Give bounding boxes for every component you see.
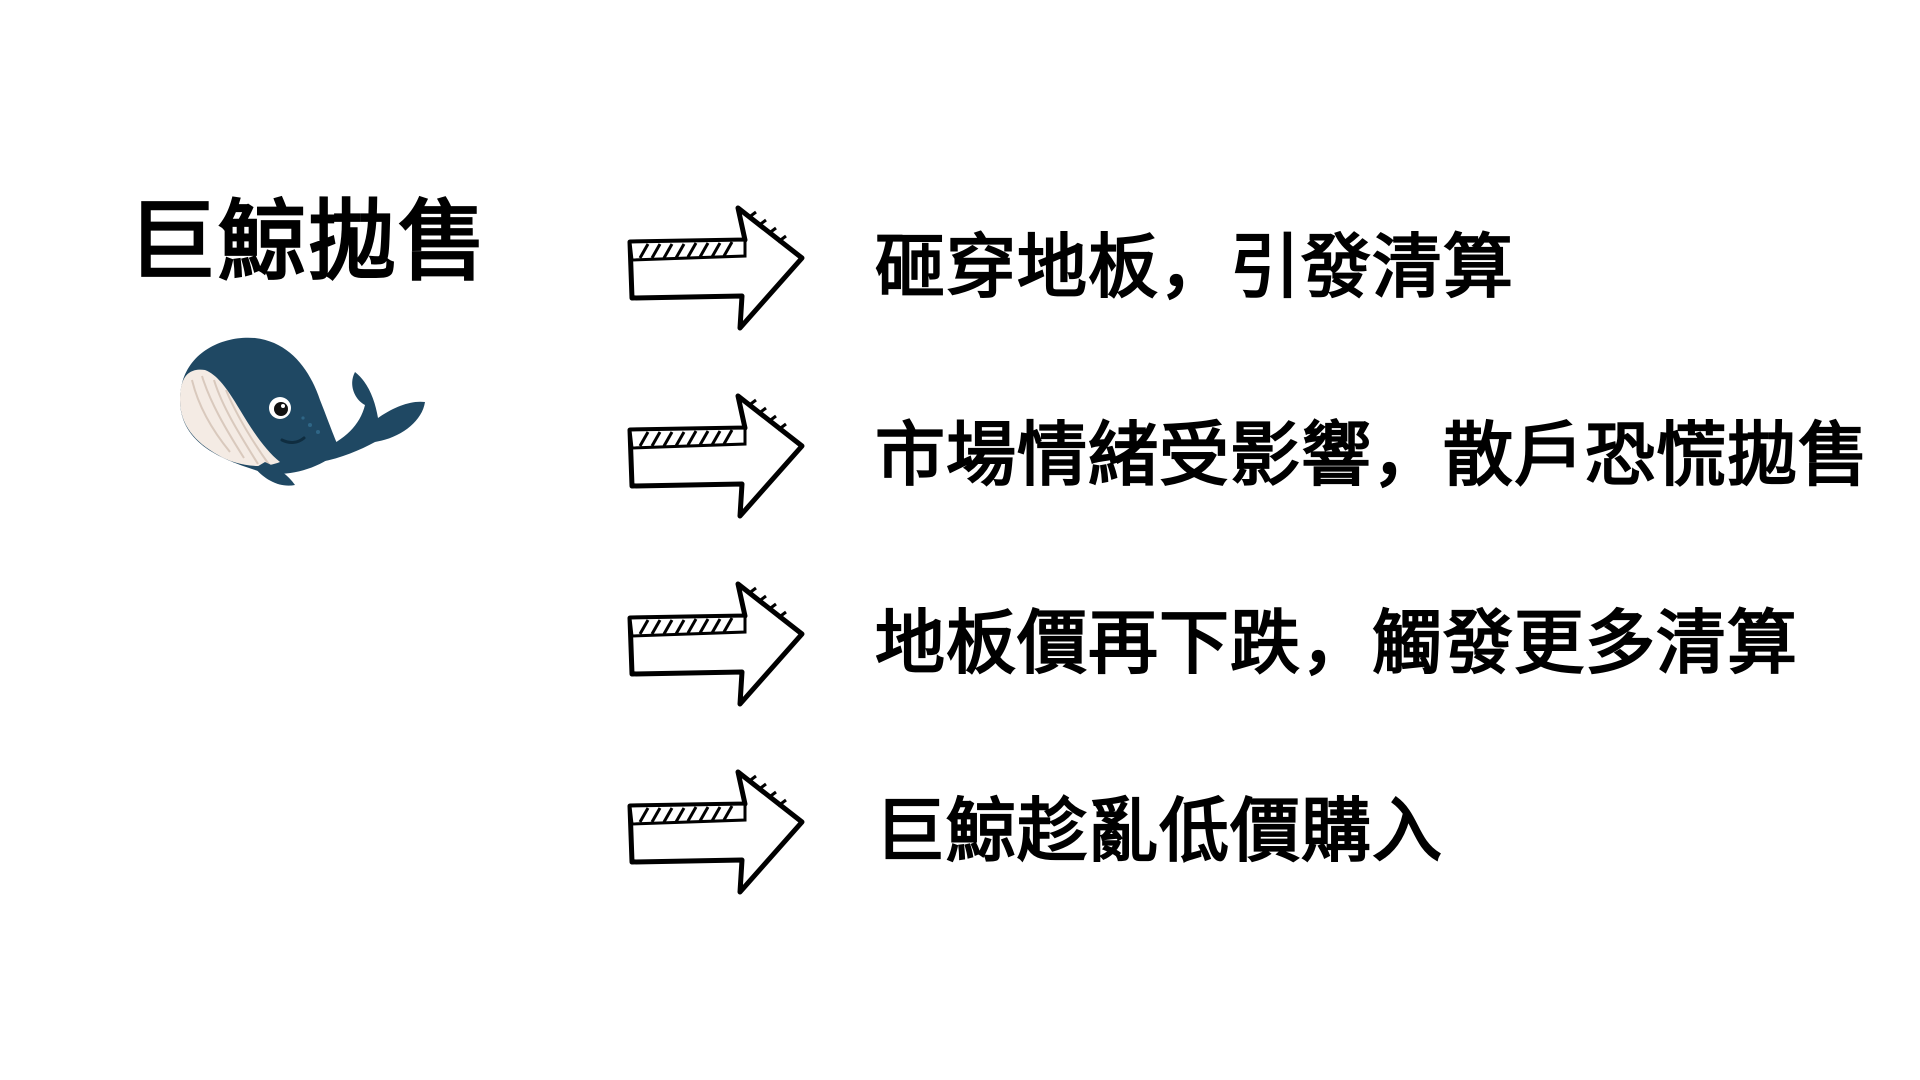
step-text: 砸穿地板，引發清算 bbox=[875, 226, 1514, 308]
step-item: 砸穿地板，引發清算 bbox=[620, 200, 1880, 340]
step-item: 地板價再下跌，觸發更多清算 bbox=[620, 576, 1880, 716]
whale-icon bbox=[180, 337, 425, 486]
slide-title: 巨鯨拋售 bbox=[128, 190, 489, 293]
step-text: 地板價再下跌，觸發更多清算 bbox=[875, 602, 1798, 684]
step-item: 巨鯨趁亂低價購入 bbox=[620, 764, 1880, 904]
hand-drawn-arrow-icon bbox=[627, 205, 805, 331]
hand-drawn-arrow-icon bbox=[627, 581, 805, 707]
hand-drawn-arrow-icon bbox=[627, 393, 805, 519]
step-item: 市場情緒受影響，散戶恐慌拋售 bbox=[620, 388, 1880, 528]
hand-drawn-arrow-icon bbox=[627, 769, 805, 895]
step-text: 巨鯨趁亂低價購入 bbox=[875, 790, 1443, 872]
step-text: 市場情緒受影響，散戶恐慌拋售 bbox=[875, 414, 1869, 496]
